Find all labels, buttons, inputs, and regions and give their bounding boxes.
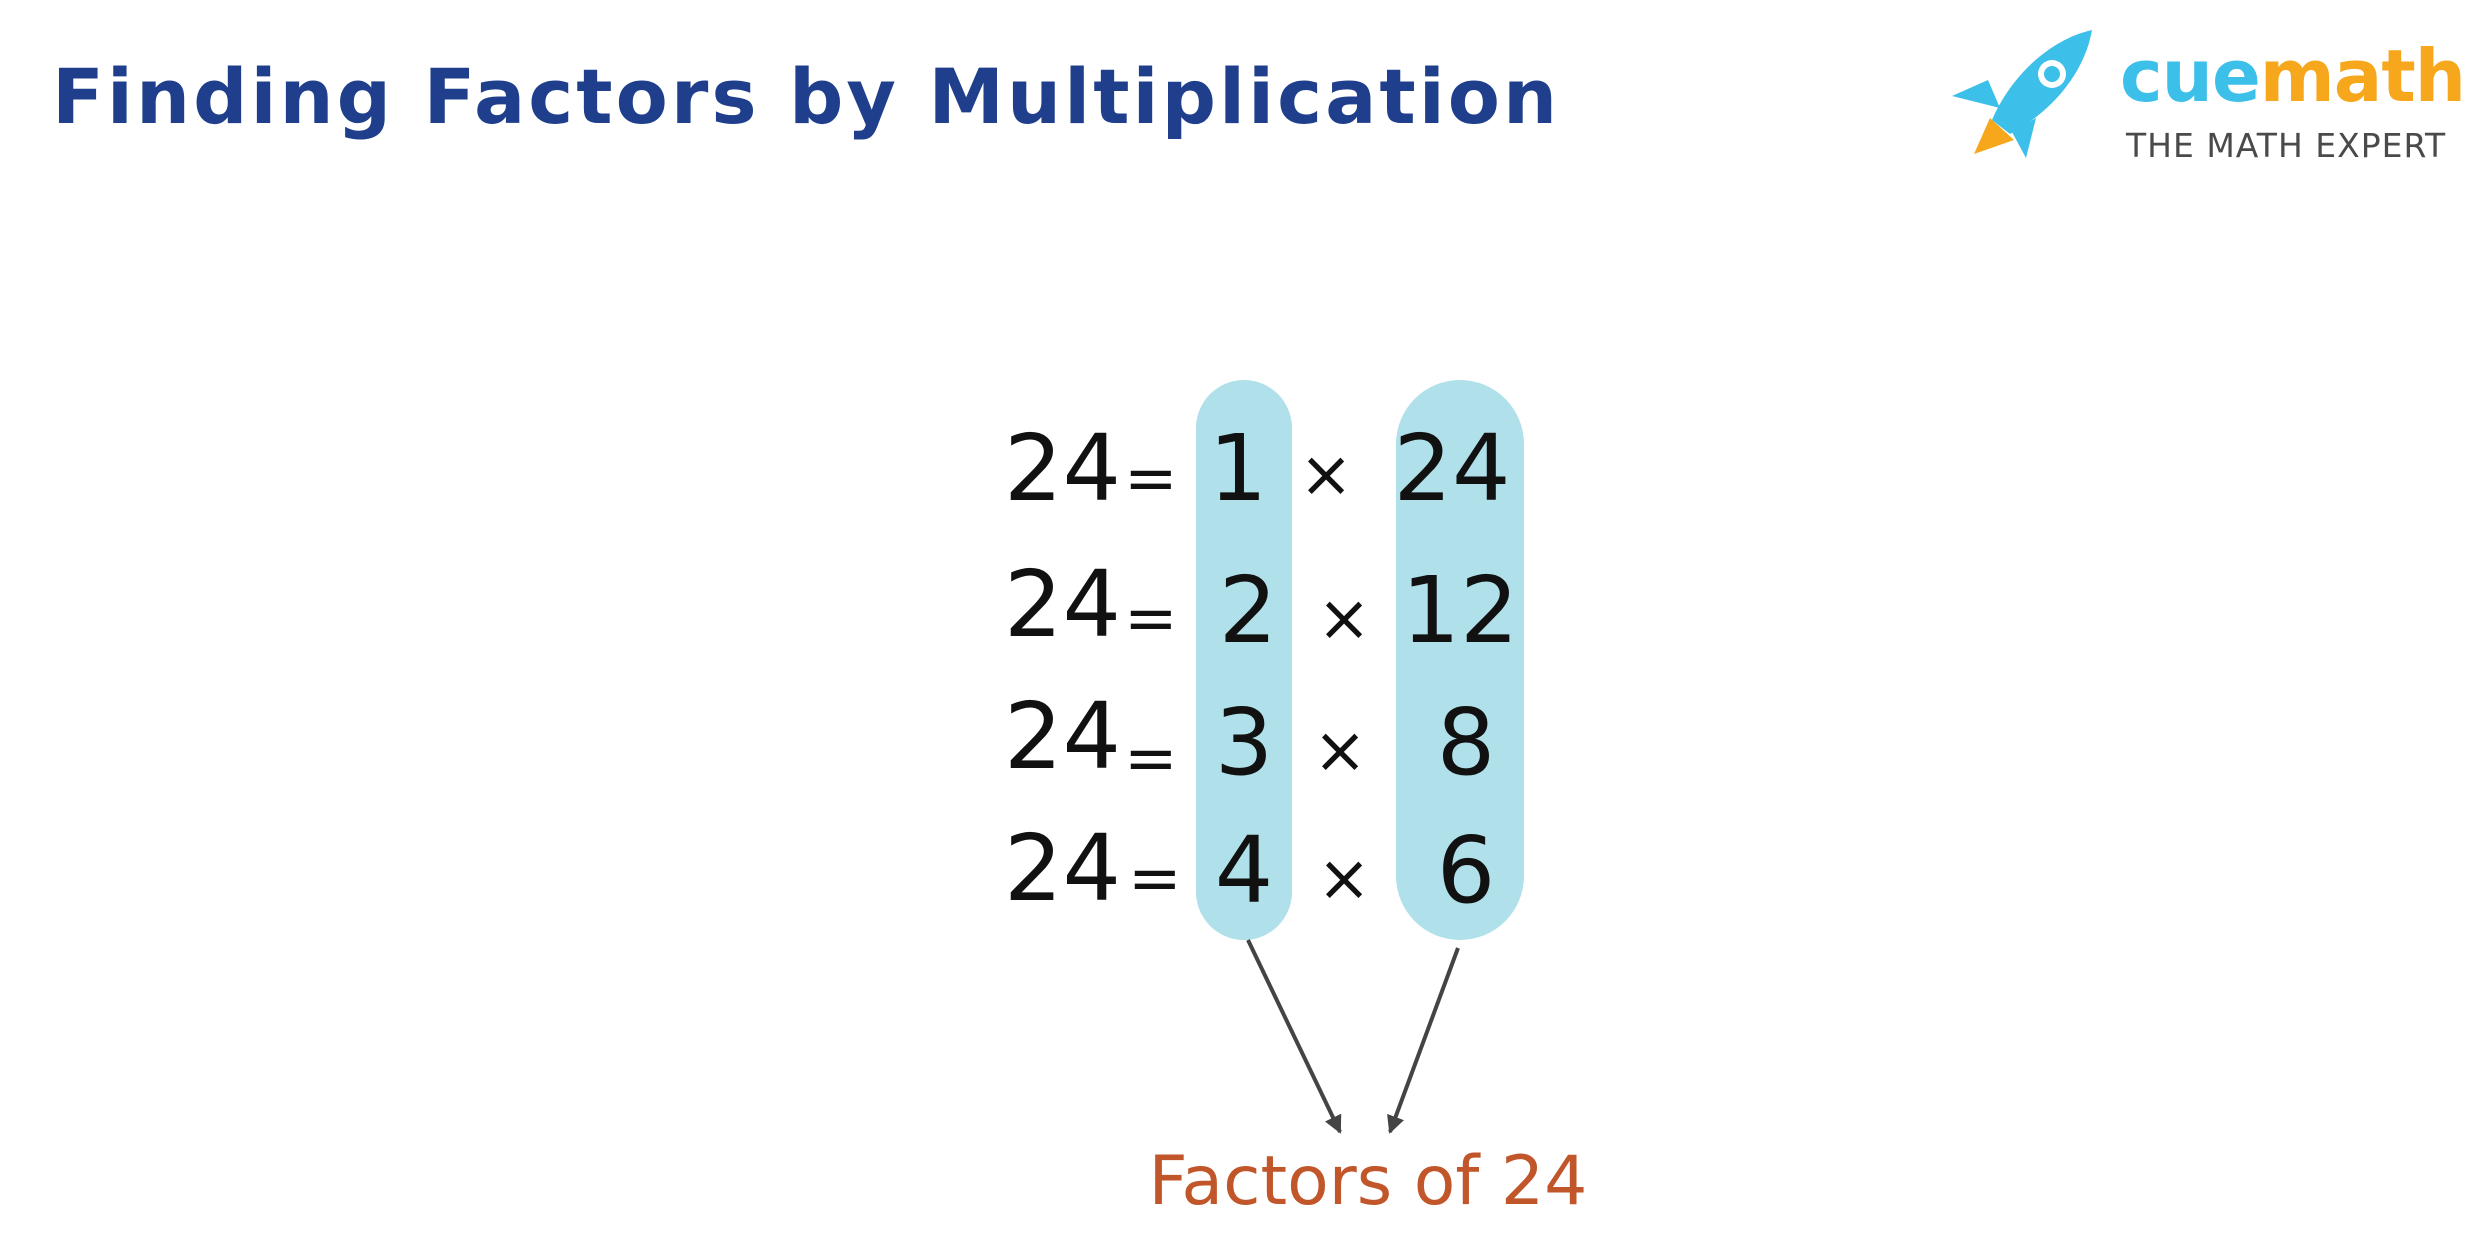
factors-label: Factors of 24 [1149, 1142, 1588, 1221]
equation-row-1-product: 24 [1004, 415, 1121, 522]
equation-row-3-times: × [1313, 714, 1367, 788]
logo-tagline: THE MATH EXPERT [2126, 126, 2447, 165]
logo-word-math: math [2259, 34, 2466, 118]
equation-row-3-product: 24 [1004, 683, 1121, 790]
equation-row-2-times: × [1317, 582, 1371, 656]
rocket-icon [1952, 30, 2092, 158]
equation-row-2-product: 24 [1004, 551, 1121, 658]
equation-row-1-times: × [1299, 438, 1353, 512]
equation-row-1-equals: = [1124, 442, 1178, 516]
equation-row-4-factor1: 4 [1215, 817, 1274, 924]
arrow-right [1387, 947, 1460, 1134]
equation-row-4-equals: = [1128, 842, 1182, 916]
equation-row-4-times: × [1317, 842, 1371, 916]
equation-row-3-factor1: 3 [1215, 689, 1274, 796]
equation-row-1-factor1: 1 [1209, 415, 1268, 522]
arrow-left [1246, 939, 1342, 1134]
equation-row-1-factor2: 24 [1393, 415, 1510, 522]
logo-word-cue: cue [2120, 34, 2261, 118]
equation-row-2-factor2: 12 [1401, 557, 1518, 664]
equation-row-4-product: 24 [1004, 815, 1121, 922]
factor1-column-highlight [1196, 380, 1292, 940]
equation-row-4-factor2: 6 [1437, 817, 1496, 924]
equation-row-3-factor2: 8 [1437, 689, 1496, 796]
equation-row-2-factor1: 2 [1219, 557, 1278, 664]
page-title: Finding Factors by Multiplication [52, 52, 1561, 141]
factor2-column-highlight [1396, 380, 1524, 940]
equation-row-2-equals: = [1124, 582, 1178, 656]
equation-row-3-equals: = [1124, 722, 1178, 796]
cuemath-logo: cuemath THE MATH EXPERT [1930, 22, 2466, 182]
logo-wordmark: cuemath [2120, 34, 2466, 118]
